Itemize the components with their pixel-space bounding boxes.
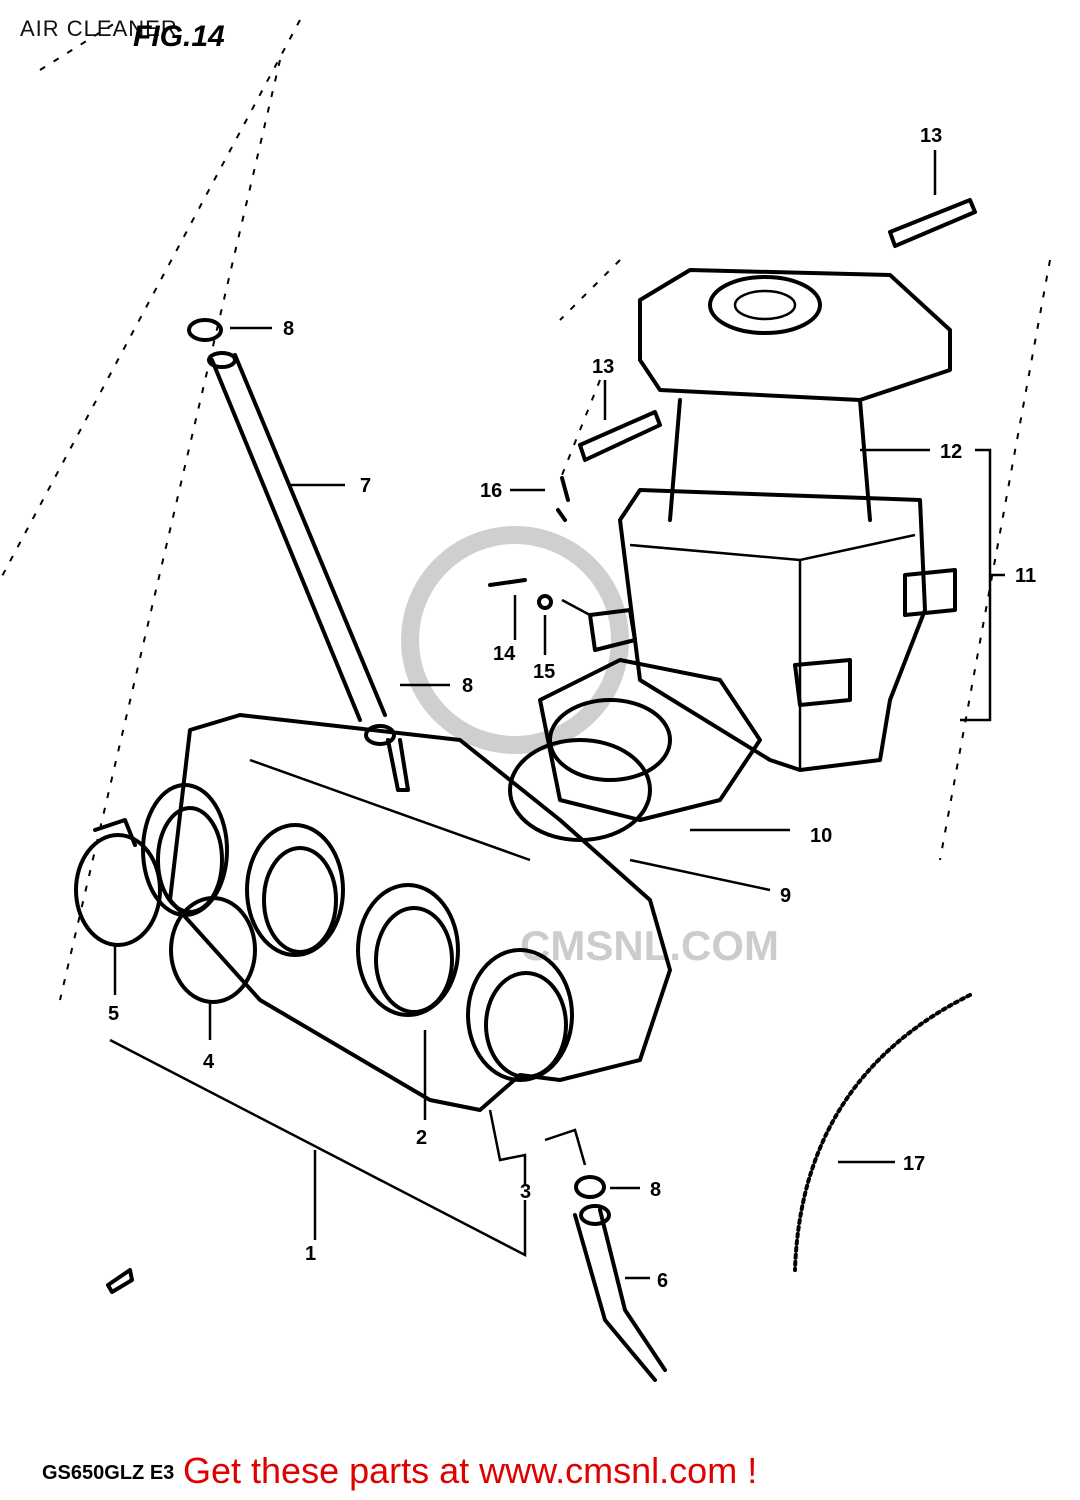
coil-hose	[793, 993, 972, 1272]
drain-hose	[573, 1175, 667, 1382]
guide-line	[59, 59, 281, 1001]
callout-8a: 8	[283, 318, 294, 340]
callout-9: 9	[780, 885, 791, 907]
part-13-clip-lower	[578, 410, 662, 462]
leader-lines	[109, 326, 1005, 1280]
callout-13-lower: 13	[592, 356, 614, 378]
callout-12: 12	[940, 441, 962, 463]
callout-10: 10	[810, 825, 832, 847]
callout-3: 3	[520, 1181, 531, 1203]
footer-parts-link[interactable]: Get these parts at www.cmsnl.com !	[183, 1450, 758, 1491]
clamp-and-ring	[74, 818, 257, 1004]
callout-2: 2	[416, 1127, 427, 1149]
callout-labels: 8 7 8 16 14 15 13 13 12 11 10 9 5 4 2 3 …	[108, 125, 1036, 1292]
guide-line	[559, 259, 621, 321]
callout-14: 14	[493, 643, 516, 665]
callout-4: 4	[203, 1051, 215, 1073]
watermark-logo	[401, 526, 629, 754]
page-title: AIR CLEANER	[20, 16, 178, 41]
carb-boots	[141, 783, 574, 1082]
callout-1: 1	[305, 1243, 316, 1265]
intake-manifold	[168, 658, 762, 1112]
air-cleaner-box	[618, 268, 957, 772]
model-code: GS650GLZ E3	[42, 1462, 175, 1484]
callout-13-upper: 13	[920, 125, 942, 147]
callout-6: 6	[657, 1270, 668, 1292]
callout-7: 7	[360, 475, 371, 497]
watermark-text: CMSNL.COM	[520, 922, 779, 969]
fasteners	[488, 476, 637, 652]
guide-line	[939, 259, 1051, 861]
guide-line	[0, 19, 301, 581]
figure-label: FIG.14	[133, 20, 225, 53]
callout-8c: 8	[650, 1179, 661, 1201]
callout-11: 11	[1015, 565, 1036, 587]
direction-mark	[106, 1268, 134, 1294]
callout-15: 15	[533, 661, 555, 683]
part-13-clip-upper	[888, 150, 977, 248]
callout-16: 16	[480, 480, 502, 502]
guide-line	[559, 379, 601, 481]
callout-17: 17	[903, 1153, 925, 1175]
callout-5: 5	[108, 1003, 119, 1025]
guide-line	[39, 19, 121, 71]
watermark: CMSNL.COM	[401, 526, 779, 969]
callout-8b: 8	[462, 675, 473, 697]
breather-hose	[187, 318, 396, 746]
